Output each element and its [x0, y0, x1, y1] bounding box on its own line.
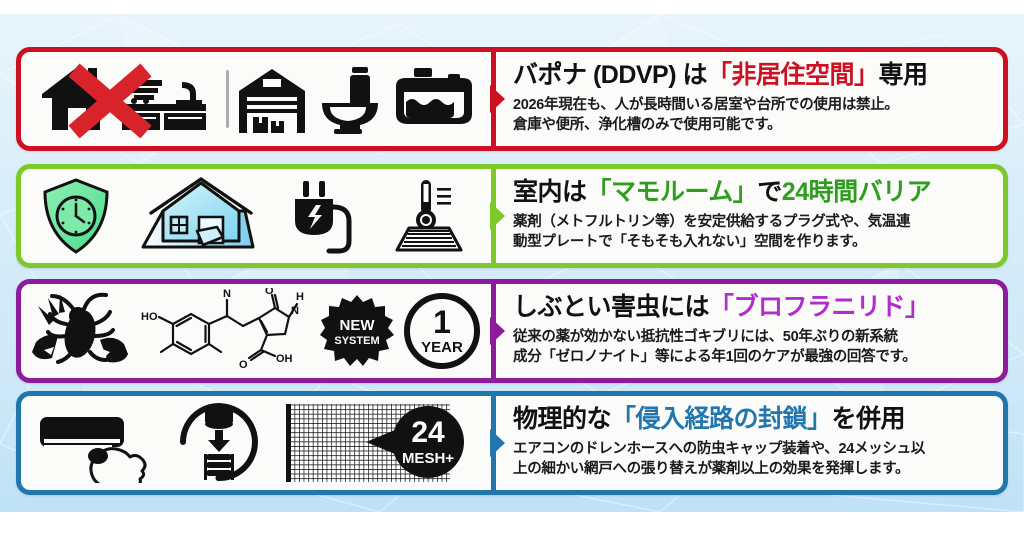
- warehouse-icon: [235, 63, 309, 135]
- house-interior-icon: [137, 175, 265, 257]
- row2-body-line-1: 薬剤（メトフルトリン等）を安定供給するプラグ式や、気温連: [513, 213, 911, 230]
- row2-headline-after2: 24時間バリア: [781, 178, 932, 207]
- row3-headline-before: しぶとい害虫には: [513, 293, 710, 322]
- one-year-label: YEAR: [421, 339, 463, 356]
- one-year-badge-icon: 1 YEAR: [403, 292, 481, 370]
- row3-body-line-2: 成分「ゼロノナイト」等による年1回のケアが最強の回答です。: [513, 349, 917, 366]
- icon-group-row2: [21, 169, 491, 263]
- chem-label-o2: O: [265, 288, 274, 297]
- row-mamoroom: 室内は「マモルーム」で24時間バリア 薬剤（メトフルトリン等）を安定供給するプラ…: [16, 164, 1008, 268]
- one-year-number: 1: [433, 304, 451, 340]
- text-group-row4: 物理的な「侵入経路の封鎖」を併用 エアコンのドレンホースへの防虫キャップ装着や、…: [491, 396, 1003, 490]
- chem-label-o: O: [239, 359, 248, 371]
- row2-headline: 室内は「マモルーム」で24時間バリア: [513, 178, 993, 207]
- row2-headline-highlight: 「マモルーム」: [586, 178, 758, 207]
- icon-group-row3: HO N H N OH O O NEW SYSTE: [21, 284, 491, 378]
- row-broflanilide: HO N H N OH O O NEW SYSTE: [16, 279, 1008, 383]
- icon-group-row4: 24 MESH+: [21, 396, 491, 490]
- chem-label-nh: H: [296, 291, 304, 303]
- house-kitchen-prohibited-icon: [30, 60, 220, 138]
- text-group-row3: しぶとい害虫には「ブロフラニリド」 従来の薬が効かない抵抗性ゴキブリには、50年…: [491, 284, 1003, 378]
- cockroach-breaking-icon: [31, 290, 130, 372]
- row1-headline-after: 専用: [878, 61, 929, 90]
- row4-arrow-icon: [490, 429, 505, 457]
- drain-cap-icon: [179, 402, 259, 484]
- toilet-icon: [316, 63, 380, 135]
- chemical-structure-icon: HO N H N OH O O: [139, 288, 311, 374]
- row-vaponaddvp: バポナ (DDVP) は「非居住空間」専用 2026年現在も、人が長時間いる居室…: [16, 47, 1008, 151]
- row1-headline-before: バポナ (DDVP) は: [513, 61, 708, 90]
- chem-label-n-methyl: N: [223, 288, 231, 300]
- new-system-line-2: SYSTEM: [334, 335, 379, 347]
- aircon-hand-icon: [36, 403, 162, 483]
- row-physical-block: 24 MESH+ 物理的な「侵入経路の封鎖」を併用 エアコンのドレンホースへの防…: [16, 391, 1008, 495]
- row4-headline-highlight: 「侵入経路の封鎖」: [611, 405, 832, 434]
- window-mesh-icon: 24 MESH+: [276, 400, 476, 486]
- row3-body-line-1: 従来の薬が効かない抵抗性ゴキブリには、50年ぶりの新系統: [513, 328, 898, 345]
- row3-headline: しぶとい害虫には「ブロフラニリド」: [513, 293, 993, 322]
- row4-headline: 物理的な「侵入経路の封鎖」を併用: [513, 405, 993, 434]
- chem-label-ho: HO: [141, 311, 158, 323]
- row1-body-line-1: 2026年現在も、人が長時間いる居室や台所での使用は禁止。: [513, 96, 899, 113]
- chem-label-oh: OH: [276, 353, 293, 365]
- divider: [226, 70, 230, 128]
- row3-headline-highlight: 「ブロフラニリド」: [709, 293, 930, 322]
- row4-body-line-1: エアコンのドレンホースへの防虫キャップ装着や、24メッシュ以: [513, 440, 925, 457]
- row1-headline-highlight: 「非居住空間」: [707, 61, 879, 90]
- text-group-row1: バポナ (DDVP) は「非居住空間」専用 2026年現在も、人が長時間いる居室…: [491, 52, 1003, 146]
- row2-arrow-icon: [490, 202, 505, 230]
- text-group-row2: 室内は「マモルーム」で24時間バリア 薬剤（メトフルトリン等）を安定供給するプラ…: [491, 169, 1003, 263]
- septic-tank-icon: [386, 66, 482, 132]
- power-plug-icon: [289, 177, 357, 255]
- thermometer-plate-icon: [381, 176, 473, 256]
- icon-group-row1: [21, 52, 491, 146]
- row1-body-line-2: 倉庫や便所、浄化槽のみで使用可能です。: [513, 117, 782, 134]
- row2-body-line-2: 動型プレートで「そもそも入れない」空間を作ります。: [513, 234, 867, 251]
- row1-headline: バポナ (DDVP) は「非居住空間」専用: [513, 61, 993, 90]
- row4-body-line-2: 上の細かい網戸への張り替えが薬剤以上の効果を発揮します。: [513, 461, 910, 478]
- row2-headline-after: で: [757, 178, 782, 207]
- shield-clock-icon: [39, 176, 113, 256]
- row3-arrow-icon: [490, 317, 505, 345]
- row2-headline-before: 室内は: [513, 178, 587, 207]
- mesh-number: 24: [412, 416, 446, 449]
- new-system-badge-icon: NEW SYSTEM: [319, 294, 394, 368]
- chem-label-n2: N: [291, 305, 299, 317]
- row4-headline-before: 物理的な: [513, 405, 612, 434]
- new-system-line-1: NEW: [339, 317, 375, 334]
- row1-arrow-icon: [490, 85, 505, 113]
- row4-headline-after: を併用: [831, 405, 906, 434]
- mesh-label: MESH+: [402, 450, 454, 467]
